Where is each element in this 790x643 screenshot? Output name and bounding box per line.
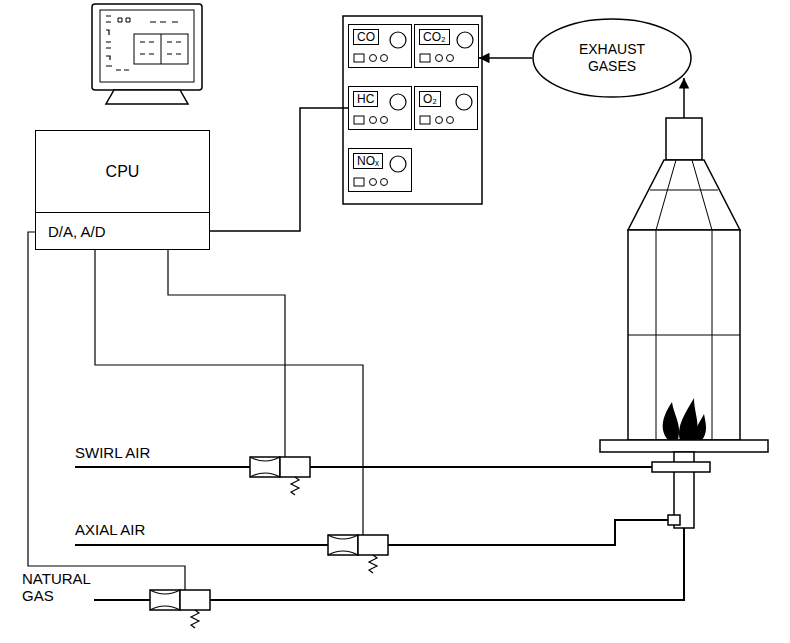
- connector-line: [479, 57, 532, 59]
- valve-spring: [191, 610, 199, 628]
- flame: [663, 402, 679, 440]
- flow-valve: [328, 535, 388, 573]
- screen-panel: [161, 34, 162, 64]
- dial: [456, 94, 472, 110]
- flame: [692, 414, 706, 440]
- ellipse-outline: [533, 19, 691, 97]
- monitor-screen: [100, 10, 194, 82]
- control-wire: [95, 250, 363, 535]
- dial: [390, 94, 406, 110]
- node-text: CO₂: [419, 29, 450, 45]
- connector-line: [210, 108, 348, 231]
- display: [354, 178, 364, 186]
- valve-actuator: [358, 535, 388, 555]
- node-text: EXHAUST GASES: [567, 41, 657, 75]
- display: [354, 54, 364, 62]
- cpu-box: CPU: [35, 130, 210, 214]
- knob: [381, 179, 388, 186]
- venturi: [150, 590, 180, 610]
- analyzer-panel: [343, 16, 482, 204]
- node-text: O₂: [419, 91, 441, 107]
- analyzer-box: CO₂: [414, 24, 479, 68]
- swirl-air-pipe: [75, 466, 652, 468]
- base-plate: [600, 440, 768, 452]
- knob: [370, 55, 377, 62]
- node-text: CO: [353, 29, 379, 45]
- valve-body: [150, 590, 180, 610]
- line-label: AXIAL AIR: [75, 521, 145, 538]
- node-text: CPU: [106, 163, 140, 181]
- analyzer-box: CO: [348, 24, 412, 68]
- analyzer-box: NOₓ: [348, 148, 412, 192]
- flow-valve: [150, 590, 210, 628]
- knob: [370, 179, 377, 186]
- line-label: NATURAL GAS: [22, 570, 94, 604]
- screen-glyphs: [106, 16, 129, 70]
- venturi: [250, 457, 280, 477]
- dial: [390, 156, 406, 172]
- dial: [457, 32, 473, 48]
- display: [420, 116, 430, 124]
- display: [420, 54, 430, 62]
- chimney: [666, 118, 702, 160]
- hood-seam: [650, 160, 718, 230]
- screen-glyphs: [140, 22, 181, 54]
- venturi: [328, 535, 358, 555]
- valve-body: [250, 457, 280, 477]
- flow-valve: [250, 457, 310, 495]
- node-text: D/A, A/D: [48, 223, 106, 240]
- combustor: [600, 78, 768, 528]
- line-label: SWIRL AIR: [75, 444, 150, 461]
- knob: [447, 117, 454, 124]
- axial-inlet: [668, 515, 680, 525]
- knob: [436, 55, 443, 62]
- valve-actuator: [280, 457, 310, 477]
- natural-gas-pipe: [75, 528, 684, 600]
- knob: [447, 55, 454, 62]
- computer-monitor: [92, 4, 202, 104]
- dial: [390, 32, 406, 48]
- screen-panel: [134, 34, 188, 64]
- monitor-stand: [106, 90, 188, 104]
- valve-spring: [369, 555, 377, 573]
- knob: [381, 55, 388, 62]
- hood: [628, 160, 740, 230]
- exhaust-arrow: [683, 78, 685, 118]
- swirl-inlet: [652, 462, 710, 472]
- node-text: NOₓ: [353, 153, 383, 169]
- exhaust-ellipse: EXHAUST GASES: [532, 18, 692, 98]
- combustion-chamber: [628, 230, 740, 440]
- valve-actuator: [180, 590, 210, 610]
- valve-body: [328, 535, 358, 555]
- knob: [436, 117, 443, 124]
- knob: [370, 117, 377, 124]
- display: [354, 116, 364, 124]
- analyzer-box: O₂: [414, 86, 478, 130]
- node-text: HC: [353, 91, 378, 107]
- valve-spring: [291, 477, 299, 495]
- screen-glyphs: [118, 18, 130, 22]
- monitor-case: [92, 4, 202, 90]
- control-wire: [28, 232, 185, 590]
- converter-box: D/A, A/D: [35, 212, 210, 250]
- knob: [381, 117, 388, 124]
- control-wire: [168, 250, 285, 457]
- chamber-seam: [628, 230, 740, 440]
- analyzer-box: HC: [348, 86, 412, 130]
